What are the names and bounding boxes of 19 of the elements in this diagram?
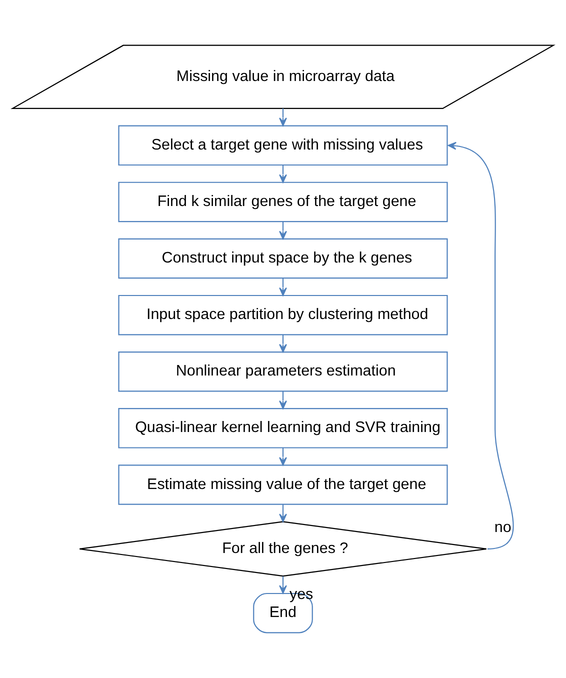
arrow <box>279 576 287 594</box>
arrow <box>279 278 287 296</box>
arrow <box>279 334 287 353</box>
edge-label: no <box>494 519 512 536</box>
node-diamond: For all the genes ? <box>79 521 487 577</box>
node-box: Construct input space by the k genes <box>118 238 448 279</box>
node-box: Estimate missing value of the target gene <box>118 464 448 505</box>
arrow <box>279 504 287 522</box>
arrow <box>279 222 287 240</box>
arrow <box>279 448 287 466</box>
node-box: Nonlinear parameters estimation <box>118 352 448 392</box>
arrow <box>279 165 287 183</box>
node-box: Select a target gene with missing values <box>118 125 448 166</box>
node-box: Input space partition by clustering method <box>118 294 448 336</box>
node-box: Find k similar genes of the target gene <box>118 182 448 222</box>
node-box: Quasi-linear kernel learning and SVR training <box>118 408 448 448</box>
arrow <box>279 108 287 126</box>
arrow <box>279 391 287 410</box>
arrow <box>448 142 514 550</box>
